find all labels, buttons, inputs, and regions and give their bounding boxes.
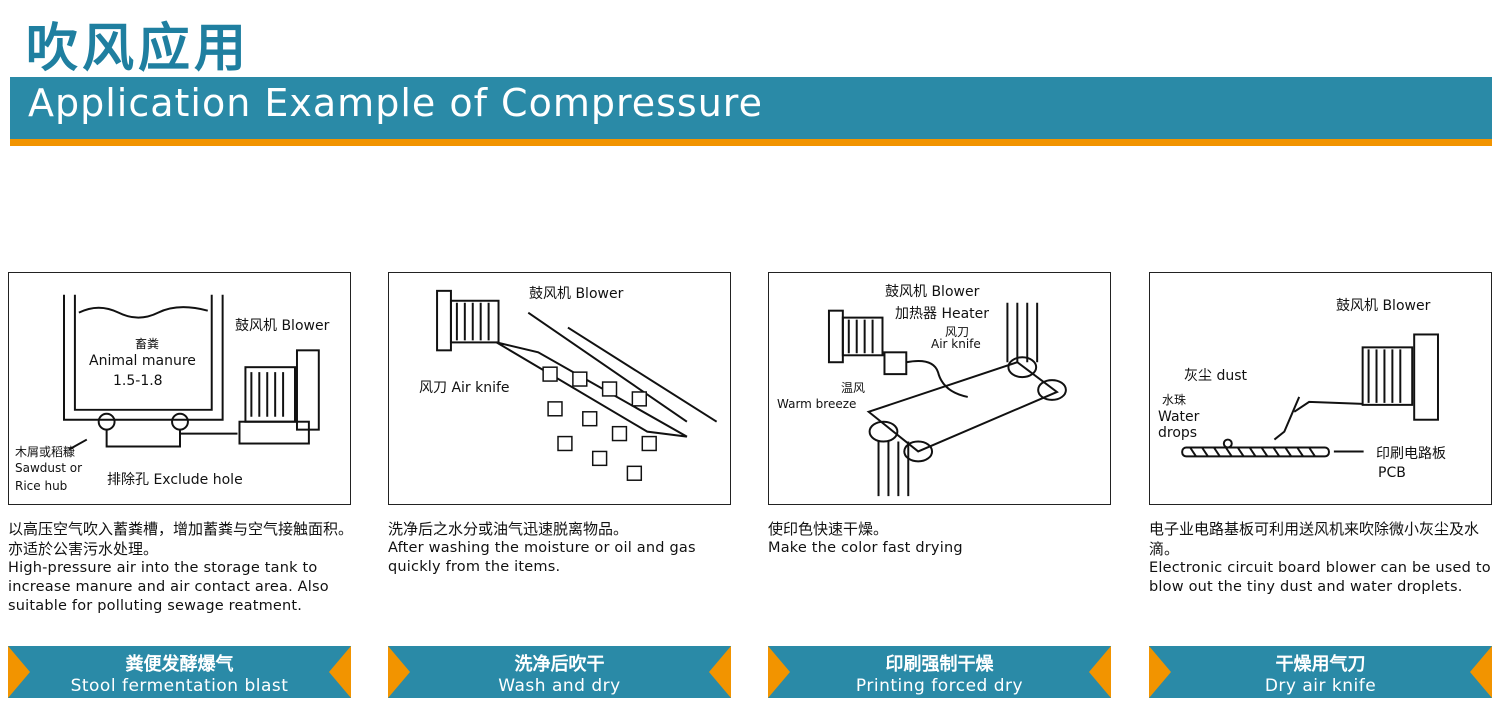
dust-label: 灰尘 dust — [1184, 368, 1247, 384]
warm-breeze-label-en: Warm breeze — [777, 397, 857, 411]
air-knife-label-en: Air knife — [931, 337, 981, 351]
water-drops-label-en2: drops — [1158, 425, 1198, 441]
manure-label-en: Animal manure — [89, 353, 196, 369]
title-banner: Application Example of Compressure — [10, 77, 1492, 146]
warm-breeze-label-cn: 温风 — [841, 381, 866, 395]
tag-title-cn: 粪便发酵爆气 — [125, 654, 234, 675]
pcb-label-cn: 印刷电路板 — [1376, 446, 1446, 462]
application-card-printing: 鼓风机 Blower 加热器 Heater 风刀 Air knife 温风 Wa… — [768, 272, 1113, 698]
application-card-manure: 鼓风机 Blower 畜粪 Animal manure 1.5-1.8 木屑或稻… — [8, 272, 354, 698]
sawdust-label-cn: 木屑或稻糠 — [15, 445, 76, 459]
tag-title-cn: 洗净后吹干 — [514, 654, 605, 675]
description-cn: 洗净后之水分或油气迅速脱离物品。 — [388, 520, 629, 538]
page-title-cn: 吹风应用 — [26, 19, 251, 79]
manure-diagram-drawing — [63, 294, 320, 451]
tag-title-en: Printing forced dry — [855, 676, 1024, 696]
wash-diagram: 鼓风机 Blower 风刀 Air knife — [388, 272, 731, 505]
printing-diagram-drawing — [827, 302, 1067, 497]
pcb-diagram: 鼓风机 Blower 灰尘 dust 水珠 Water drops 印刷电路板 … — [1149, 272, 1492, 505]
depth-label: 1.5-1.8 — [113, 373, 163, 389]
pcb-diagram-drawing — [1181, 333, 1439, 458]
manure-diagram: 鼓风机 Blower 畜粪 Animal manure 1.5-1.8 木屑或稻… — [8, 272, 351, 505]
application-tag: 洗净后吹干 Wash and dry — [388, 646, 731, 698]
wash-diagram-drawing — [436, 289, 718, 481]
sawdust-label-en2: Rice hub — [15, 479, 68, 493]
blower-label: 鼓风机 Blower — [235, 318, 330, 334]
description-cn: 使印色快速干燥。 — [768, 520, 889, 538]
pcb-label-en: PCB — [1378, 465, 1406, 481]
description-en: High-pressure air into the storage tank … — [8, 560, 329, 614]
application-tag: 印刷强制干燥 Printing forced dry — [768, 646, 1111, 698]
water-drops-label-en1: Water — [1158, 409, 1200, 425]
description-en: After washing the moisture or oil and ga… — [388, 540, 696, 575]
tag-title-en: Wash and dry — [498, 676, 621, 696]
air-knife-label: 风刀 Air knife — [419, 380, 510, 396]
application-tag: 粪便发酵爆气 Stool fermentation blast — [8, 646, 351, 698]
tag-title-cn: 干燥用气刀 — [1275, 654, 1366, 675]
tag-title-en: Dry air knife — [1264, 676, 1377, 696]
tag-title-cn: 印刷强制干燥 — [885, 654, 994, 675]
blower-label: 鼓风机 Blower — [529, 286, 624, 302]
application-card-wash: 鼓风机 Blower 风刀 Air knife 洗净后之水分或油气迅速脱离物品。… — [388, 272, 733, 698]
description-en: Make the color fast drying — [768, 540, 963, 556]
blower-label: 鼓风机 Blower — [1336, 298, 1431, 314]
tag-title-en: Stool fermentation blast — [70, 676, 289, 696]
sawdust-label-en1: Sawdust or — [15, 461, 83, 475]
application-tag: 干燥用气刀 Dry air knife — [1149, 646, 1492, 698]
page-title-en: Application Example of Compressure — [28, 81, 763, 125]
printing-diagram: 鼓风机 Blower 加热器 Heater 风刀 Air knife 温风 Wa… — [768, 272, 1111, 505]
water-drops-label-cn: 水珠 — [1162, 393, 1187, 407]
description-en: Electronic circuit board blower can be u… — [1149, 560, 1491, 595]
description-cn: 电子业电路基板可利用送风机来吹除微小灰尘及水滴。 — [1149, 520, 1480, 558]
application-card-pcb: 鼓风机 Blower 灰尘 dust 水珠 Water drops 印刷电路板 … — [1149, 272, 1494, 698]
blower-label: 鼓风机 Blower — [885, 284, 980, 300]
exclude-hole-label: 排除孔 Exclude hole — [107, 472, 243, 488]
description-cn: 以高压空气吹入蓄粪槽，增加蓄粪与空气接触面积。亦适於公害污水处理。 — [8, 520, 354, 558]
air-knife-label-cn: 风刀 — [945, 325, 970, 339]
manure-label-cn: 畜粪 — [135, 337, 160, 351]
heater-label: 加热器 Heater — [895, 306, 990, 322]
